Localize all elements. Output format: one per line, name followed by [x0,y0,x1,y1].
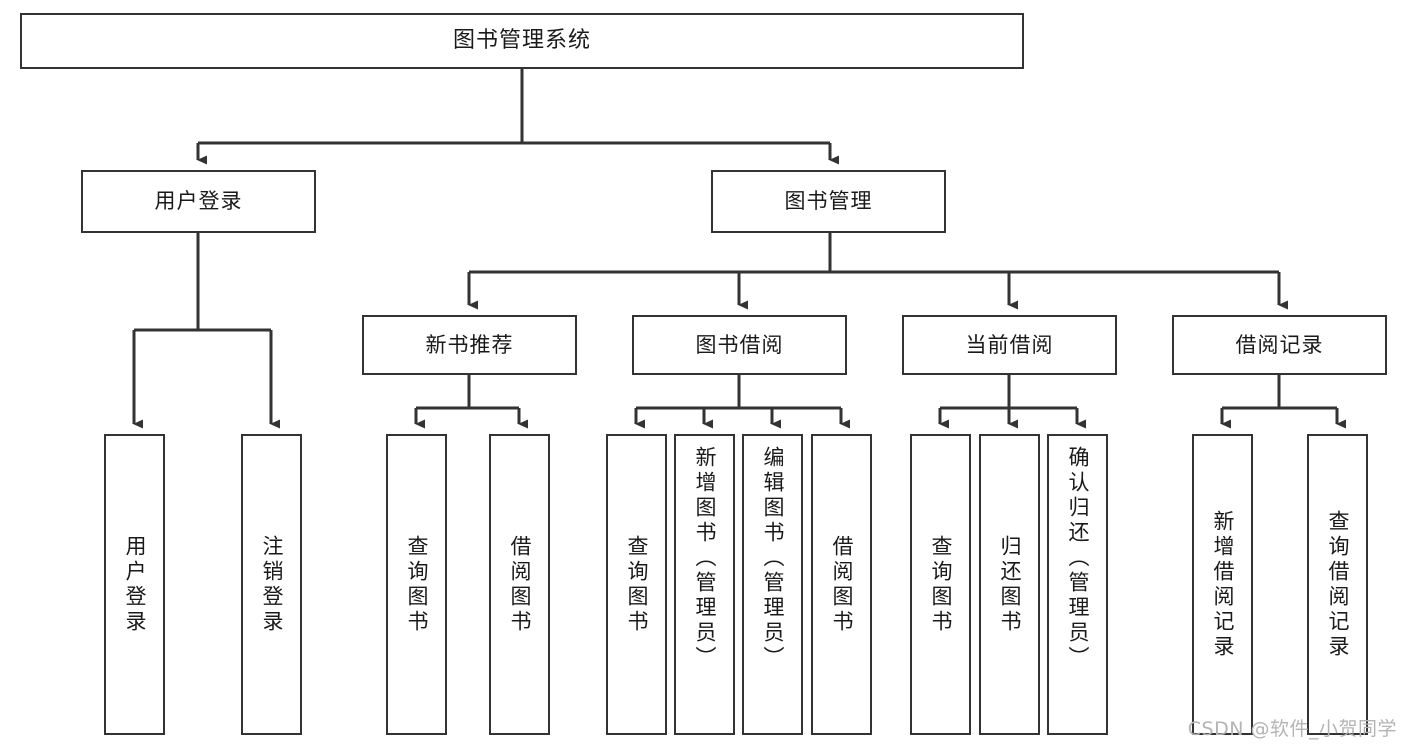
node-leaf-add-borrow-record[interactable]: 新增借阅记录 [1192,434,1253,735]
node-label: 编辑图书（管理员） [761,446,785,671]
node-label: 新书推荐 [425,332,514,357]
node-label: 当前借阅 [965,332,1054,357]
edge-group-current-borrow [938,375,1086,429]
leaf-text-wrap: 借阅图书 [813,436,870,733]
node-new-book-recommendation[interactable]: 新书推荐 [362,315,577,375]
node-label: 查询借阅记录 [1326,509,1350,660]
node-label: 查询图书 [405,534,429,635]
edge-group-book-borrow [634,375,850,429]
edge-group-borrow-record [1220,375,1346,429]
edge-group-user-login [132,233,280,429]
node-label: 借阅记录 [1235,332,1324,357]
leaf-text-wrap: 归还图书 [981,436,1038,733]
node-label: 新增借阅记录 [1211,509,1235,660]
leaf-text-wrap: 编辑图书（管理员） [744,436,801,733]
node-root-book-management-system[interactable]: 图书管理系统 [20,13,1024,69]
node-leaf-query-book-recommend[interactable]: 查询图书 [386,434,447,735]
leaf-text-wrap: 查询借阅记录 [1309,436,1366,733]
node-label: 查询图书 [929,534,953,635]
node-label: 图书借阅 [695,332,784,357]
leaf-text-wrap: 查询图书 [388,436,445,733]
node-label: 用户登录 [154,189,243,214]
node-book-management[interactable]: 图书管理 [711,170,946,233]
leaf-text-wrap: 查询图书 [608,436,665,733]
node-leaf-query-borrow-record[interactable]: 查询借阅记录 [1307,434,1368,735]
node-label: 确认归还（管理员） [1066,446,1090,671]
node-label: 图书管理系统 [452,28,591,54]
node-leaf-add-book-admin[interactable]: 新增图书（管理员） [674,434,735,735]
node-leaf-user-login[interactable]: 用户登录 [104,434,165,735]
node-label: 注销登录 [260,534,284,635]
node-current-borrowing[interactable]: 当前借阅 [902,315,1117,375]
watermark-text: CSDN @软件_小贺同学 [1187,718,1397,740]
node-leaf-borrow-book[interactable]: 借阅图书 [811,434,872,735]
node-leaf-confirm-return-admin[interactable]: 确认归还（管理员） [1047,434,1108,735]
leaf-text-wrap: 新增借阅记录 [1194,436,1251,733]
node-leaf-edit-book-admin[interactable]: 编辑图书（管理员） [742,434,803,735]
node-borrowing-record[interactable]: 借阅记录 [1172,315,1387,375]
node-leaf-query-book-current[interactable]: 查询图书 [910,434,971,735]
edge-group-book-manage [467,233,1288,310]
leaf-text-wrap: 注销登录 [243,436,300,733]
node-leaf-query-book-borrow[interactable]: 查询图书 [606,434,667,735]
node-label: 图书管理 [784,189,873,214]
leaf-text-wrap: 用户登录 [106,436,163,733]
node-label: 借阅图书 [830,534,854,635]
node-leaf-borrow-book-recommend[interactable]: 借阅图书 [489,434,550,735]
leaf-text-wrap: 新增图书（管理员） [676,436,733,733]
node-label: 归还图书 [998,534,1022,635]
node-leaf-return-book[interactable]: 归还图书 [979,434,1040,735]
node-book-borrowing[interactable]: 图书借阅 [632,315,847,375]
node-leaf-logout[interactable]: 注销登录 [241,434,302,735]
node-user-login[interactable]: 用户登录 [81,170,316,233]
node-label: 用户登录 [123,534,147,635]
edge-group-new-book [414,375,528,429]
edge-group-root [196,69,839,165]
node-label: 借阅图书 [508,534,532,635]
leaf-text-wrap: 确认归还（管理员） [1049,436,1106,733]
leaf-text-wrap: 借阅图书 [491,436,548,733]
leaf-text-wrap: 查询图书 [912,436,969,733]
node-label: 新增图书（管理员） [693,446,717,671]
node-label: 查询图书 [625,534,649,635]
